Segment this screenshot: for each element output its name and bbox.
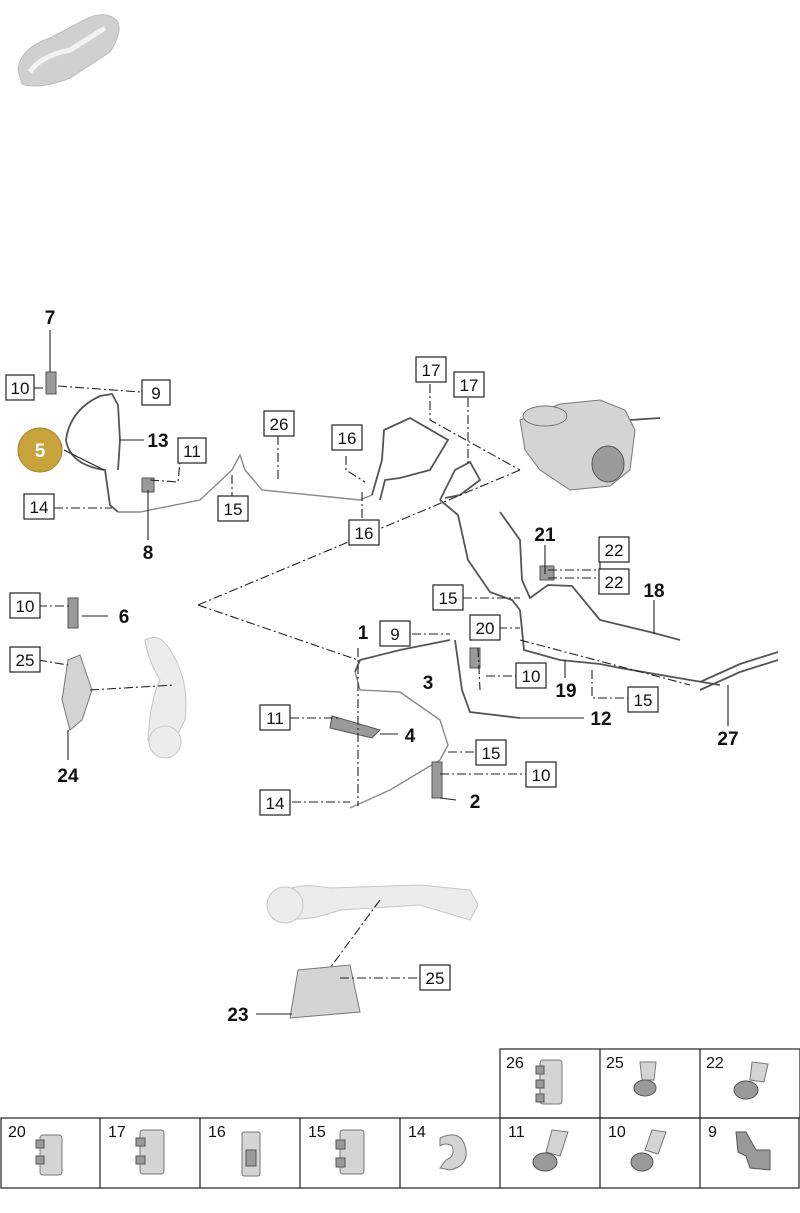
callout-4: 4: [405, 726, 416, 747]
box-11-a[interactable]: 11: [177, 437, 207, 464]
callout-13: 13: [147, 431, 168, 452]
box-26[interactable]: 26: [263, 410, 295, 437]
box-10-b[interactable]: 10: [515, 662, 547, 689]
svg-text:15: 15: [439, 589, 458, 608]
svg-text:10: 10: [11, 379, 30, 398]
callout-18: 18: [643, 581, 664, 602]
callout-5-highlight[interactable]: 5: [17, 427, 63, 473]
callout-24: 24: [57, 766, 79, 787]
control-arm-lower: [266, 884, 479, 924]
abs-unit: [519, 399, 661, 491]
legend-label-17: 17: [108, 1124, 126, 1141]
box-16-a[interactable]: 16: [331, 424, 363, 451]
callout-23: 23: [227, 1005, 248, 1026]
box-15-a[interactable]: 15: [217, 495, 249, 522]
box-17-a[interactable]: 17: [415, 356, 447, 383]
box-10-a[interactable]: 10: [5, 374, 35, 401]
bolt-icon-25: [633, 1061, 657, 1097]
box-15-c[interactable]: 15: [475, 739, 507, 766]
parts-legend: 26 25 22 20 17 16 15 14 11 10 9: [0, 1048, 800, 1189]
box-11-b[interactable]: 11: [259, 704, 291, 731]
legend-label-22: 22: [706, 1055, 724, 1072]
box-14-b[interactable]: 14: [259, 789, 291, 816]
svg-text:22: 22: [605, 573, 624, 592]
svg-text:22: 22: [605, 541, 624, 560]
svg-text:15: 15: [634, 691, 653, 710]
callout-7: 7: [45, 308, 56, 329]
heat-shield-23: [289, 964, 361, 1019]
clip-icon-14: [439, 1134, 467, 1171]
svg-text:14: 14: [266, 794, 285, 813]
box-10-d[interactable]: 10: [525, 761, 557, 788]
box-17-b[interactable]: 17: [453, 371, 485, 398]
svg-text:11: 11: [266, 709, 284, 728]
vehicle-thumbnail: [17, 14, 120, 87]
box-15-b[interactable]: 15: [432, 584, 464, 611]
svg-text:14: 14: [30, 498, 49, 517]
boxed-callouts: 10 9 11 14 15 26 16 16 17 17 22 22 15 20…: [5, 356, 659, 991]
svg-text:17: 17: [460, 376, 479, 395]
clip-icon-16: [241, 1131, 261, 1177]
callout-1: 1: [358, 623, 369, 644]
legend-label-25: 25: [606, 1055, 624, 1072]
svg-text:25: 25: [426, 969, 445, 988]
callout-2: 2: [470, 792, 481, 813]
legend-label-20: 20: [8, 1124, 26, 1141]
control-arm-upper: [144, 637, 187, 759]
callout-numbers: 7 13 8 6 24 1 3 4 2 12 19 21 18 27 23: [45, 308, 739, 1026]
legend-label-11: 11: [508, 1124, 525, 1141]
svg-text:11: 11: [183, 442, 201, 461]
box-15-d[interactable]: 15: [627, 686, 659, 713]
box-10-c[interactable]: 10: [9, 592, 41, 619]
callout-21: 21: [534, 525, 556, 546]
box-9-a[interactable]: 9: [141, 379, 171, 406]
box-25-a[interactable]: 25: [9, 646, 41, 673]
svg-text:10: 10: [532, 766, 551, 785]
callout-5: 5: [35, 441, 46, 462]
box-20[interactable]: 20: [469, 614, 501, 641]
legend-label-14: 14: [408, 1124, 426, 1141]
legend-label-26: 26: [506, 1055, 524, 1072]
bolt-icon-10: [630, 1129, 667, 1172]
callout-3: 3: [423, 673, 434, 694]
svg-text:9: 9: [390, 625, 399, 644]
legend-label-16: 16: [208, 1124, 226, 1141]
bolt-icon-22: [733, 1061, 769, 1100]
callout-12: 12: [590, 709, 611, 730]
brake-lines: [65, 393, 779, 809]
svg-text:25: 25: [16, 651, 35, 670]
clip-icon-17: [135, 1129, 165, 1175]
svg-text:9: 9: [151, 384, 160, 403]
svg-text:10: 10: [16, 597, 35, 616]
clip-icon-15: [335, 1129, 365, 1175]
box-9-b[interactable]: 9: [379, 620, 411, 647]
box-25-b[interactable]: 25: [419, 964, 451, 991]
box-16-b[interactable]: 16: [348, 519, 380, 546]
svg-text:26: 26: [270, 415, 289, 434]
legend-label-9: 9: [708, 1124, 717, 1141]
svg-text:15: 15: [224, 500, 243, 519]
callout-27: 27: [717, 729, 738, 750]
callout-8: 8: [143, 543, 154, 564]
svg-text:10: 10: [522, 667, 541, 686]
heat-shield-24: [61, 654, 93, 731]
callout-19: 19: [555, 681, 576, 702]
svg-text:16: 16: [338, 429, 357, 448]
legend-label-10: 10: [608, 1124, 626, 1141]
clip-icon-9: [735, 1131, 771, 1171]
box-14-a[interactable]: 14: [23, 493, 55, 520]
legend-label-15: 15: [308, 1124, 326, 1141]
svg-text:16: 16: [355, 524, 374, 543]
clip-icon-26: [535, 1059, 563, 1105]
clip-icon-20: [35, 1134, 63, 1176]
svg-text:15: 15: [482, 744, 501, 763]
box-22-b[interactable]: 22: [598, 568, 630, 595]
brackets: [45, 371, 555, 799]
box-22-a[interactable]: 22: [598, 536, 630, 563]
bolt-icon-11: [532, 1129, 569, 1172]
callout-6: 6: [119, 607, 130, 628]
svg-text:17: 17: [422, 361, 441, 380]
svg-text:20: 20: [476, 619, 495, 638]
